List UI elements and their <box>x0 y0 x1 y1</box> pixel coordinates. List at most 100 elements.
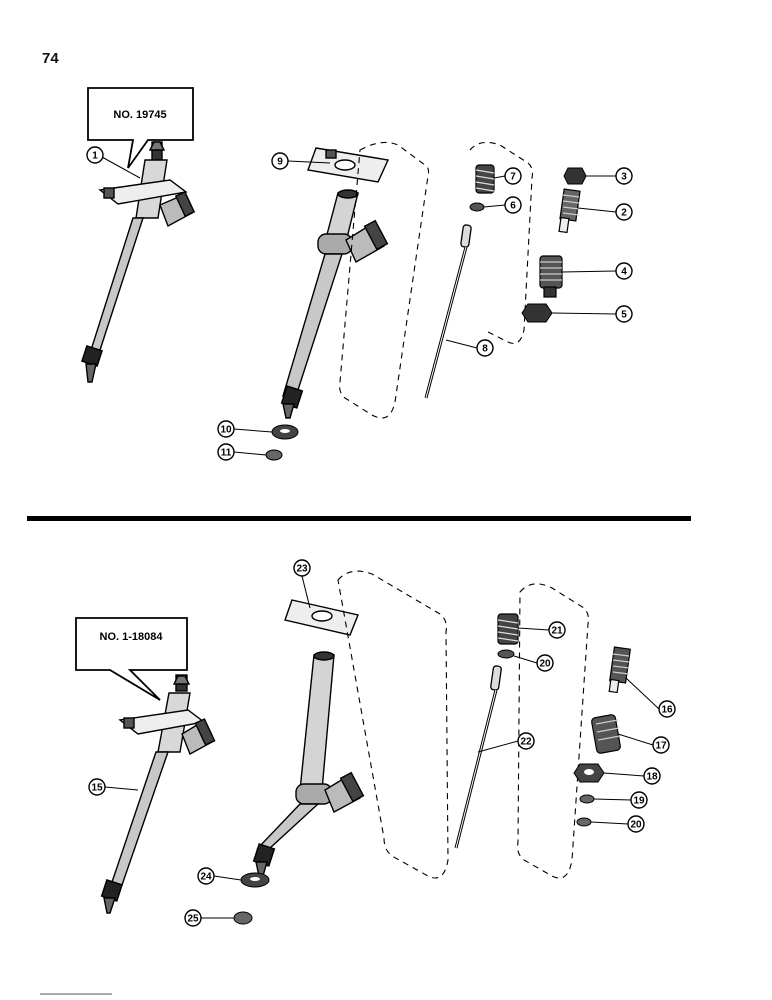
callout-circle <box>504 196 522 214</box>
callout-6: 6 <box>504 196 522 214</box>
callout-9: 9 <box>271 152 289 170</box>
callout-4: 4 <box>615 262 633 280</box>
subassembly-bracket-top-right <box>469 141 534 345</box>
callout-number: 8 <box>482 344 488 355</box>
subassembly-bracket-bottom <box>337 570 449 879</box>
callout-number: 25 <box>187 914 199 925</box>
callout-circle <box>652 736 670 754</box>
callout-22: 22 <box>517 732 535 750</box>
callout-number: 7 <box>510 172 516 183</box>
injector-assembled-bottom <box>100 674 216 914</box>
callout-19: 19 <box>630 791 648 809</box>
callout-number: 3 <box>621 172 627 183</box>
callout-number: 10 <box>220 425 232 436</box>
callout-21: 21 <box>548 621 566 639</box>
subassembly-bracket-top <box>339 141 430 419</box>
callout-number: 22 <box>520 737 532 748</box>
washer-25 <box>233 911 253 925</box>
needle-bottom <box>454 665 502 849</box>
callout-circle <box>217 443 235 461</box>
callout-number: 24 <box>200 872 212 883</box>
section-top: NO. 19745 <box>81 87 617 461</box>
nut-3 <box>563 167 587 185</box>
callout-number: 6 <box>510 201 516 212</box>
washer-11 <box>265 449 283 461</box>
callout-circle <box>517 732 535 750</box>
spring-bottom <box>497 613 519 645</box>
callout-number: 20 <box>630 820 642 831</box>
callout-20: 20 <box>536 654 554 672</box>
callout-circle <box>615 305 633 323</box>
washer-20-a <box>497 649 515 659</box>
callout-1: 1 <box>86 146 104 164</box>
callout-number: 2 <box>621 208 627 219</box>
callout-circle <box>88 778 106 796</box>
fitting-17 <box>591 714 621 754</box>
callout-number: 15 <box>91 783 103 794</box>
callout-circle <box>615 167 633 185</box>
callout-circle <box>197 867 215 885</box>
section-divider <box>27 516 691 521</box>
callout-number: 23 <box>296 564 308 575</box>
leader-lines-bottom <box>104 575 660 919</box>
callout-7: 7 <box>504 167 522 185</box>
model-label: NO. 19745 <box>113 109 166 121</box>
callout-circle <box>536 654 554 672</box>
stud-16 <box>608 646 631 694</box>
model-label-box-bottom: NO. 1-18084 <box>75 617 188 701</box>
callout-24: 24 <box>197 867 215 885</box>
callout-16: 16 <box>658 700 676 718</box>
needle-top <box>424 224 472 399</box>
subassembly-bracket-bottom-right <box>517 583 590 879</box>
leader-lines-top <box>101 156 617 456</box>
callout-25: 25 <box>184 909 202 927</box>
callout-number: 19 <box>633 796 645 807</box>
callout-circle <box>217 420 235 438</box>
callout-8: 8 <box>476 339 494 357</box>
callout-circle <box>643 767 661 785</box>
callout-10: 10 <box>217 420 235 438</box>
callout-5: 5 <box>615 305 633 323</box>
callout-18: 18 <box>643 767 661 785</box>
washer-6-top <box>469 202 485 212</box>
callout-number: 11 <box>221 448 232 459</box>
callout-circle <box>293 559 311 577</box>
callout-2: 2 <box>615 203 633 221</box>
callout-number: 18 <box>646 772 658 783</box>
callout-number: 5 <box>621 310 627 321</box>
callout-circle <box>658 700 676 718</box>
model-label: NO. 1-18084 <box>100 631 164 643</box>
callout-circle <box>504 167 522 185</box>
callout-23: 23 <box>293 559 311 577</box>
callout-number: 21 <box>551 626 563 637</box>
nut-5 <box>521 303 553 323</box>
callout-circle <box>615 262 633 280</box>
callout-11: 11 <box>217 443 235 461</box>
callout-3: 3 <box>615 167 633 185</box>
callout-circle <box>184 909 202 927</box>
page-number: 74 <box>42 50 59 67</box>
callout-circle <box>615 203 633 221</box>
washer-19 <box>579 794 595 804</box>
callout-circle <box>627 815 645 833</box>
callout-circle <box>630 791 648 809</box>
callout-circle <box>548 621 566 639</box>
callout-circle <box>476 339 494 357</box>
fitting-4 <box>539 255 563 298</box>
callout-number: 4 <box>621 267 627 278</box>
model-label-box-top: NO. 19745 <box>87 87 194 169</box>
injector-body-bottom <box>252 599 365 877</box>
callout-circle <box>86 146 104 164</box>
callout-circle <box>271 152 289 170</box>
callout-17: 17 <box>652 736 670 754</box>
callout-number: 1 <box>92 151 98 162</box>
injector-body-top <box>280 147 390 419</box>
callout-number: 9 <box>277 157 283 168</box>
section-bottom: NO. 1-18084 <box>75 570 660 925</box>
injector-assembled-top <box>81 141 196 383</box>
stud-2 <box>558 188 581 234</box>
callout-15: 15 <box>88 778 106 796</box>
spring-top <box>475 164 495 194</box>
